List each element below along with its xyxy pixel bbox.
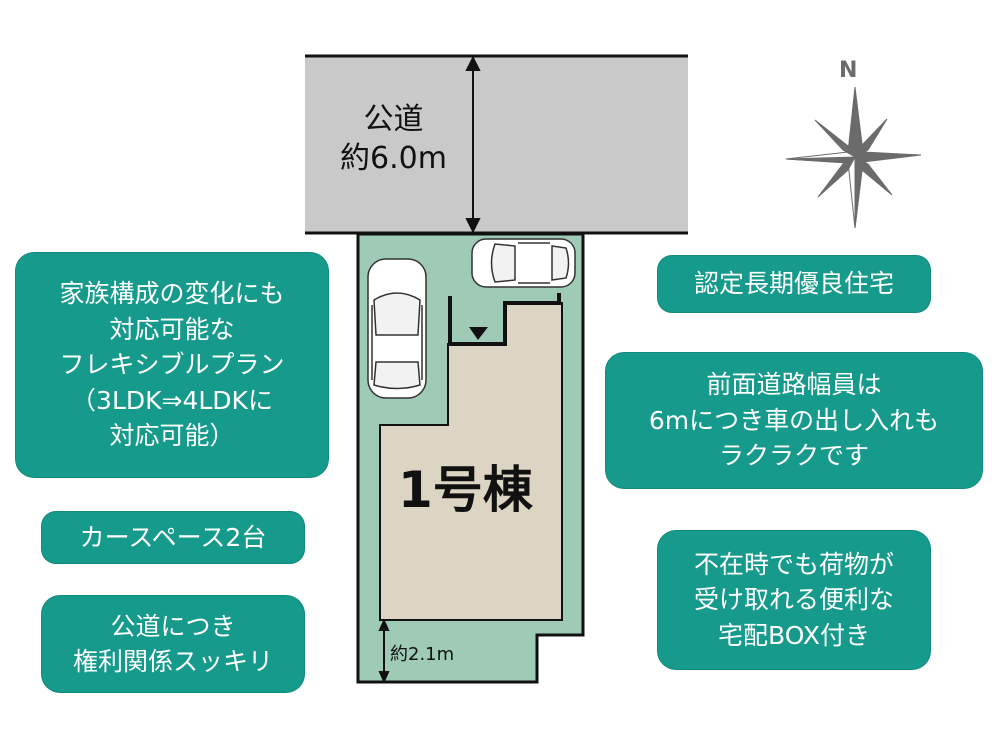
- feature-line: カースペース2台: [79, 522, 267, 552]
- car-icon-1: [367, 258, 427, 399]
- compass-north-label: N: [839, 58, 858, 83]
- feature-line: 公道につき: [110, 611, 236, 641]
- road-width-arrow: [465, 55, 481, 234]
- setback-label: 約2.1m: [390, 644, 455, 665]
- compass-rose-icon: [785, 86, 922, 229]
- feature-long-term-housing: 認定長期優良住宅: [658, 256, 930, 312]
- road-label: 公道 約6.0m: [340, 100, 447, 178]
- feature-line: 家族構成の変化にも: [59, 279, 285, 309]
- feature-flexible-plan: 家族構成の変化にも 対応可能な フレキシブルプラン （3LDK⇒4LDKに 対応…: [16, 253, 328, 477]
- setback-arrow: [378, 618, 390, 684]
- feature-line: ラクラクです: [718, 441, 869, 471]
- feature-line: 前面道路幅員は: [706, 370, 882, 400]
- entrance-marker-icon: [469, 327, 488, 340]
- road-width: 約6.0m: [340, 141, 447, 176]
- car-icon-2: [471, 238, 576, 288]
- feature-line: 認定長期優良住宅: [693, 269, 894, 299]
- feature-line: 6mにつき車の出し入れも: [648, 405, 940, 435]
- feature-line: フレキシブルプラン: [59, 350, 285, 380]
- feature-line: 権利関係スッキリ: [72, 647, 273, 676]
- feature-public-road: 公道につき 権利関係スッキリ: [42, 596, 304, 692]
- feature-line: 対応可能な: [109, 314, 235, 344]
- feature-line: （3LDK⇒4LDKに: [71, 385, 273, 415]
- feature-line: 不在時でも荷物が: [693, 549, 894, 579]
- feature-line: 宅配BOX付き: [718, 620, 870, 650]
- road-name: 公道: [363, 102, 424, 137]
- feature-road-width: 前面道路幅員は 6mにつき車の出し入れも ラクラクです: [606, 353, 982, 488]
- feature-delivery-box: 不在時でも荷物が 受け取れる便利な 宅配BOX付き: [658, 531, 930, 669]
- feature-line: 対応可能）: [109, 421, 235, 451]
- entrance-wall: [448, 293, 561, 346]
- public-road: [305, 56, 688, 233]
- building-label: 1号棟: [398, 461, 533, 519]
- feature-car-space: カースペース2台: [42, 512, 304, 563]
- feature-line: 受け取れる便利な: [693, 585, 894, 615]
